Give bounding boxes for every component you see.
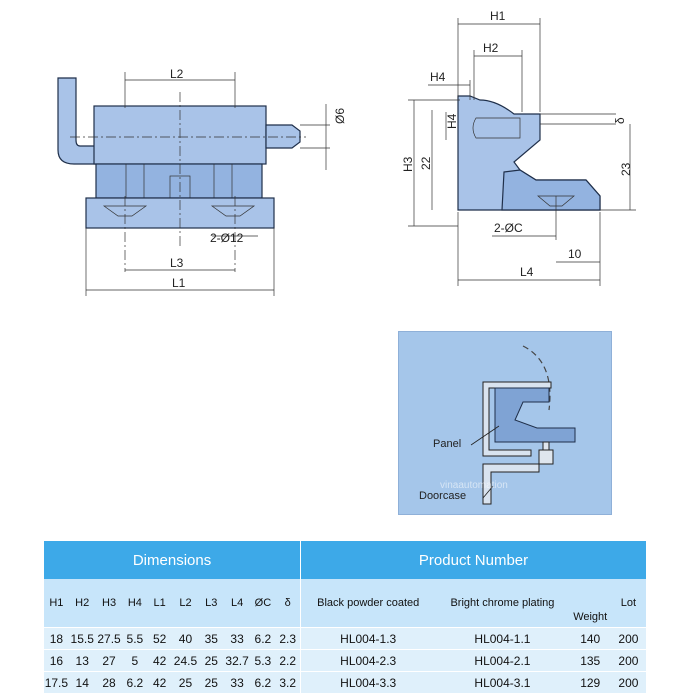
panel-label: Panel bbox=[433, 438, 461, 450]
label-delta: δ bbox=[613, 117, 627, 124]
cell: 16 bbox=[44, 650, 69, 672]
col-dc: ØC bbox=[251, 579, 276, 628]
label-h3: H3 bbox=[401, 156, 415, 172]
cell: 27.5 bbox=[96, 628, 123, 650]
cell: 6.2 bbox=[251, 672, 276, 693]
cell: 25 bbox=[199, 672, 224, 693]
col-delta: δ bbox=[275, 579, 300, 628]
cell: 25 bbox=[199, 650, 224, 672]
cell: 17.5 bbox=[44, 672, 69, 693]
col-l4: L4 bbox=[224, 579, 251, 628]
cell-weight: 135 bbox=[570, 650, 611, 672]
cell-weight: 140 bbox=[570, 628, 611, 650]
cell: 35 bbox=[199, 628, 224, 650]
col-weight: Weight bbox=[570, 579, 611, 628]
label-10: 10 bbox=[568, 247, 582, 261]
cell-weight: 129 bbox=[570, 672, 611, 693]
cell: 28 bbox=[96, 672, 123, 693]
table-row: 18 15.5 27.5 5.5 52 40 35 33 6.2 2.3 HL0… bbox=[44, 628, 646, 650]
cell-lot: 200 bbox=[611, 650, 646, 672]
specification-table: Dimensions Product Number H1 H2 H3 H4 L1… bbox=[44, 541, 646, 693]
side-view-drawing: H1 H2 H4 H4 δ H3 22 23 2-ØC 10 L4 bbox=[0, 0, 688, 300]
cell: 13 bbox=[69, 650, 96, 672]
col-l2: L2 bbox=[172, 579, 199, 628]
header-dimensions: Dimensions bbox=[44, 541, 301, 579]
header-product-number: Product Number bbox=[301, 541, 646, 579]
col-lot: Lot bbox=[611, 579, 646, 628]
cell: 2.3 bbox=[275, 628, 300, 650]
col-chrome: Bright chrome plating bbox=[435, 579, 569, 628]
cell: 52 bbox=[147, 628, 172, 650]
cell: 5.3 bbox=[251, 650, 276, 672]
label-l4: L4 bbox=[520, 265, 534, 279]
col-h1: H1 bbox=[44, 579, 69, 628]
label-h4-vertical: H4 bbox=[445, 113, 459, 129]
doorcase-label: Doorcase bbox=[419, 490, 466, 502]
label-22: 22 bbox=[419, 156, 433, 170]
cell: 42 bbox=[147, 650, 172, 672]
col-h3: H3 bbox=[96, 579, 123, 628]
table-row: 16 13 27 5 42 24.5 25 32.7 5.3 2.2 HL004… bbox=[44, 650, 646, 672]
cell: 32.7 bbox=[224, 650, 251, 672]
cell: 5 bbox=[122, 650, 147, 672]
cell-lot: 200 bbox=[611, 672, 646, 693]
cell-chrome-part: HL004-2.1 bbox=[435, 650, 569, 672]
cell-chrome-part: HL004-1.1 bbox=[435, 628, 569, 650]
col-h4: H4 bbox=[122, 579, 147, 628]
cell-chrome-part: HL004-3.1 bbox=[435, 672, 569, 693]
cell-black-part: HL004-3.3 bbox=[301, 672, 436, 693]
cell: 6.2 bbox=[122, 672, 147, 693]
cell-black-part: HL004-2.3 bbox=[301, 650, 436, 672]
cell: 42 bbox=[147, 672, 172, 693]
cell: 40 bbox=[172, 628, 199, 650]
cell: 6.2 bbox=[251, 628, 276, 650]
column-header-row: H1 H2 H3 H4 L1 L2 L3 L4 ØC δ Black powde… bbox=[44, 579, 646, 628]
col-h2: H2 bbox=[69, 579, 96, 628]
cell-black-part: HL004-1.3 bbox=[301, 628, 436, 650]
col-l3: L3 bbox=[199, 579, 224, 628]
label-23: 23 bbox=[619, 162, 633, 176]
label-2-dia-c: 2-ØC bbox=[494, 221, 523, 235]
cell: 33 bbox=[224, 628, 251, 650]
label-h1: H1 bbox=[490, 9, 506, 23]
cell: 2.2 bbox=[275, 650, 300, 672]
cell-lot: 200 bbox=[611, 628, 646, 650]
col-l1: L1 bbox=[147, 579, 172, 628]
cell: 24.5 bbox=[172, 650, 199, 672]
cell: 18 bbox=[44, 628, 69, 650]
cell: 25 bbox=[172, 672, 199, 693]
cell: 3.2 bbox=[275, 672, 300, 693]
col-black: Black powder coated bbox=[301, 579, 436, 628]
cell: 15.5 bbox=[69, 628, 96, 650]
label-h4-horizontal: H4 bbox=[430, 70, 446, 84]
cell: 5.5 bbox=[122, 628, 147, 650]
side-base-shape bbox=[502, 170, 600, 210]
cell: 33 bbox=[224, 672, 251, 693]
watermark-text: vinaautomation bbox=[440, 480, 508, 491]
label-h2: H2 bbox=[483, 41, 499, 55]
cell: 14 bbox=[69, 672, 96, 693]
table-row: 17.5 14 28 6.2 42 25 25 33 6.2 3.2 HL004… bbox=[44, 672, 646, 693]
cell: 27 bbox=[96, 650, 123, 672]
